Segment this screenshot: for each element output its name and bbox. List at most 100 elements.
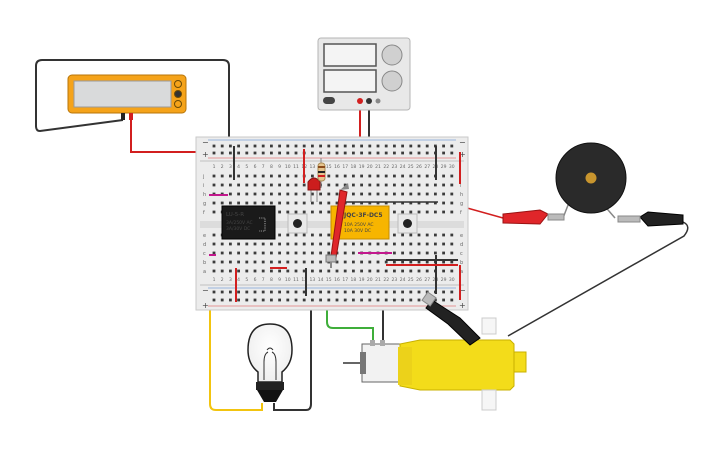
rail-hole-1-9[interactable] <box>278 151 281 155</box>
hole-f24[interactable] <box>401 210 404 214</box>
rail-hole-0-19[interactable] <box>360 144 363 148</box>
hole-c30[interactable] <box>450 251 454 255</box>
hole-d1[interactable] <box>212 242 216 246</box>
rail-hole-1-21[interactable] <box>376 151 380 155</box>
rail-hole-3-5[interactable] <box>245 298 249 302</box>
rail-hole-0-5[interactable] <box>245 144 249 148</box>
hole-c2[interactable] <box>220 251 224 255</box>
rail-hole-3-16[interactable] <box>335 298 339 302</box>
hole-h22[interactable] <box>384 192 388 196</box>
hole-b29[interactable] <box>442 260 445 264</box>
hole-c17[interactable] <box>343 251 347 255</box>
hole-g28[interactable] <box>434 201 437 205</box>
hole-h19[interactable] <box>360 192 363 196</box>
hole-a15[interactable] <box>327 269 331 273</box>
hole-a5[interactable] <box>245 269 249 273</box>
hole-i16[interactable] <box>335 183 339 187</box>
rail-hole-0-11[interactable] <box>294 144 298 148</box>
hole-b5[interactable] <box>245 260 249 264</box>
rail-hole-3-15[interactable] <box>327 298 331 302</box>
hole-a26[interactable] <box>417 269 421 273</box>
hole-c6[interactable] <box>253 251 257 255</box>
hole-f28[interactable] <box>434 210 437 214</box>
rail-hole-3-2[interactable] <box>220 298 224 302</box>
rail-hole-0-21[interactable] <box>376 144 380 148</box>
rail-hole-0-2[interactable] <box>220 144 224 148</box>
rail-hole-3-23[interactable] <box>393 298 396 302</box>
hole-i24[interactable] <box>401 183 404 187</box>
hole-b23[interactable] <box>393 260 396 264</box>
hole-f1[interactable] <box>212 210 216 214</box>
rail-hole-3-17[interactable] <box>343 298 347 302</box>
rail-hole-2-23[interactable] <box>393 290 396 294</box>
hole-c3[interactable] <box>229 251 232 255</box>
hole-h20[interactable] <box>368 192 372 196</box>
wire-bulb-black[interactable] <box>273 298 312 411</box>
hole-e9[interactable] <box>278 233 281 237</box>
rail-hole-0-22[interactable] <box>384 144 388 148</box>
hole-e10[interactable] <box>286 233 290 237</box>
hole-e23[interactable] <box>393 233 396 237</box>
hole-j27[interactable] <box>425 174 429 178</box>
hole-g2[interactable] <box>220 201 224 205</box>
hole-j24[interactable] <box>401 174 404 178</box>
hole-d12[interactable] <box>302 242 306 246</box>
dc-motor[interactable] <box>343 340 401 383</box>
hole-g21[interactable] <box>376 201 380 205</box>
hole-b22[interactable] <box>384 260 388 264</box>
hole-i5[interactable] <box>245 183 249 187</box>
rail-hole-0-27[interactable] <box>425 144 429 148</box>
hole-g20[interactable] <box>368 201 372 205</box>
rail-hole-1-23[interactable] <box>393 151 396 155</box>
rail-hole-1-24[interactable] <box>401 151 404 155</box>
hole-f29[interactable] <box>442 210 445 214</box>
rail-hole-1-11[interactable] <box>294 151 298 155</box>
hole-f12[interactable] <box>302 210 306 214</box>
hole-c25[interactable] <box>409 251 413 255</box>
hole-i28[interactable] <box>434 183 437 187</box>
hole-h26[interactable] <box>417 192 421 196</box>
rail-hole-2-24[interactable] <box>401 290 404 294</box>
hole-e24[interactable] <box>401 233 404 237</box>
rail-hole-3-12[interactable] <box>302 298 306 302</box>
hole-i3[interactable] <box>229 183 232 187</box>
hole-b8[interactable] <box>270 260 273 264</box>
hole-h6[interactable] <box>253 192 257 196</box>
rail-hole-1-6[interactable] <box>253 151 257 155</box>
hole-i4[interactable] <box>237 183 240 187</box>
rail-hole-3-18[interactable] <box>352 298 355 302</box>
hole-g16[interactable] <box>335 201 339 205</box>
multimeter-probe-black[interactable] <box>121 113 125 120</box>
multimeter-knob-b[interactable] <box>174 90 182 98</box>
hole-c13[interactable] <box>311 251 314 255</box>
rail-hole-2-21[interactable] <box>376 290 380 294</box>
hole-h30[interactable] <box>450 192 454 196</box>
hole-a23[interactable] <box>393 269 396 273</box>
hole-g8[interactable] <box>270 201 273 205</box>
rail-hole-1-26[interactable] <box>417 151 421 155</box>
hole-c8[interactable] <box>270 251 273 255</box>
rail-hole-2-30[interactable] <box>450 290 454 294</box>
hole-d13[interactable] <box>311 242 314 246</box>
hole-g26[interactable] <box>417 201 421 205</box>
hole-h18[interactable] <box>352 192 355 196</box>
hole-a25[interactable] <box>409 269 413 273</box>
hole-d21[interactable] <box>376 242 380 246</box>
rail-hole-2-2[interactable] <box>220 290 224 294</box>
hole-j4[interactable] <box>237 174 240 178</box>
rail-hole-1-4[interactable] <box>237 151 240 155</box>
hole-j21[interactable] <box>376 174 380 178</box>
hole-b24[interactable] <box>401 260 404 264</box>
hole-c11[interactable] <box>294 251 298 255</box>
hole-j19[interactable] <box>360 174 363 178</box>
hole-g3[interactable] <box>229 201 232 205</box>
hole-b3[interactable] <box>229 260 232 264</box>
hole-d19[interactable] <box>360 242 363 246</box>
rail-hole-2-17[interactable] <box>343 290 347 294</box>
hole-a11[interactable] <box>294 269 298 273</box>
hole-b25[interactable] <box>409 260 413 264</box>
hole-i22[interactable] <box>384 183 388 187</box>
rail-hole-2-19[interactable] <box>360 290 363 294</box>
hole-f13[interactable] <box>311 210 314 214</box>
resistor[interactable] <box>317 158 326 188</box>
